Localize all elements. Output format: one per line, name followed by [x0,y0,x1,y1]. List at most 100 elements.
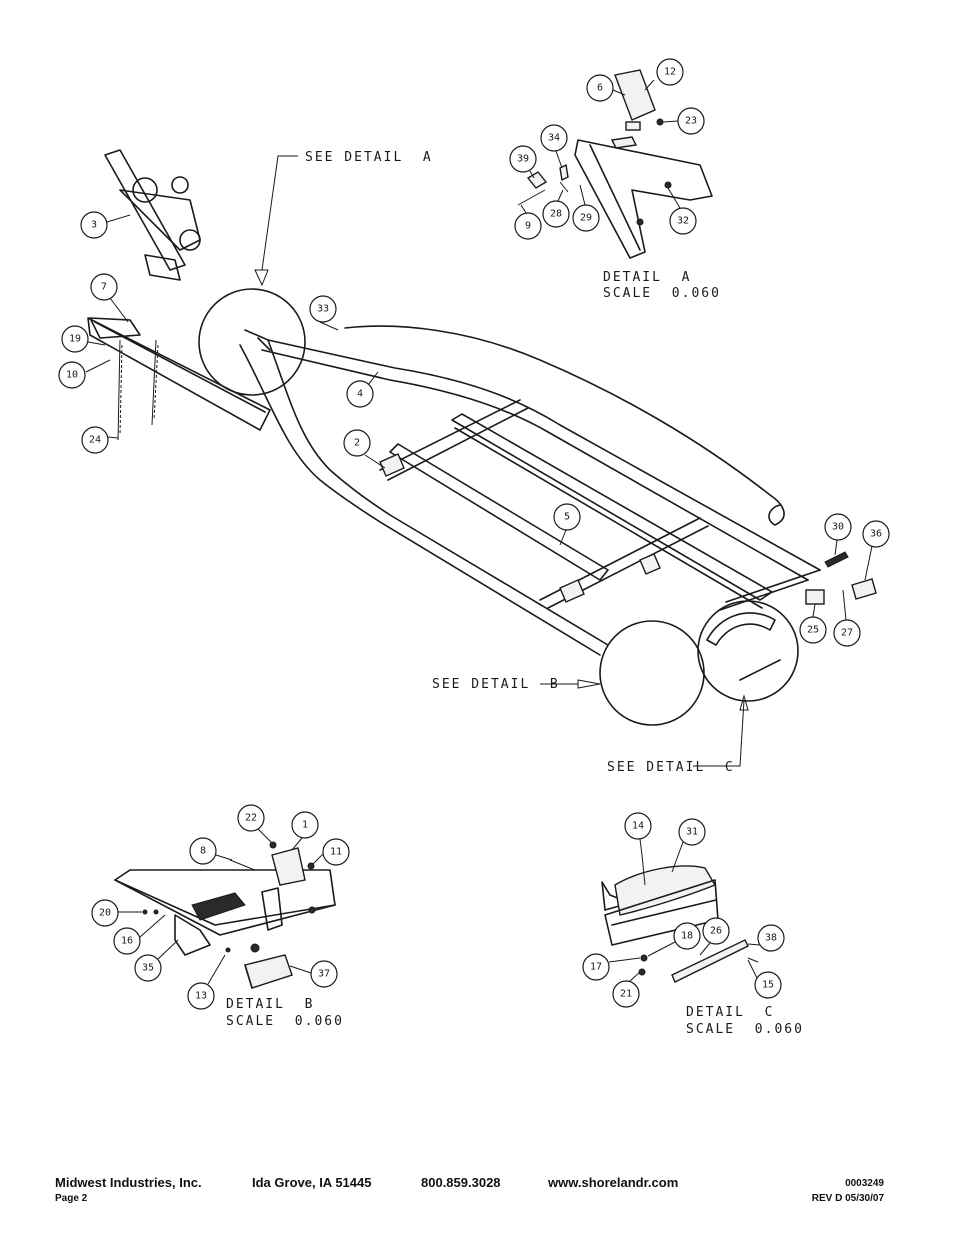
balloon-34: 34 [540,124,568,152]
footer-location: Ida Grove, IA 51445 [252,1175,372,1190]
see-detail-a-callout: SEE DETAIL A [305,150,433,165]
svg-text:21: 21 [620,989,632,1000]
balloon-17: 17 [582,953,610,981]
jack-assembly [104,149,201,281]
balloon-1: 1 [291,811,319,839]
balloon-37: 37 [310,960,338,988]
footer-doc-number: 0003249 [845,1178,884,1189]
balloon-18: 18 [673,922,701,950]
detail-b-circle [599,620,705,726]
detail-b-scale: SCALE 0.060 [226,1014,344,1029]
trailer-frame [87,317,877,681]
svg-text:5: 5 [564,512,570,523]
svg-text:31: 31 [686,827,698,838]
footer-page-number: Page 2 [55,1193,88,1204]
balloon-14: 14 [624,812,652,840]
balloon-9: 9 [514,212,542,240]
svg-text:34: 34 [548,133,560,144]
svg-text:26: 26 [710,926,722,937]
svg-text:7: 7 [101,282,107,293]
svg-text:39: 39 [517,154,529,165]
balloons-main: 3 7 19 10 24 33 4 2 5 30 36 25 27 [58,211,890,647]
balloon-19: 19 [61,325,89,353]
detail-c-drawing [601,854,759,983]
balloon-11: 11 [322,838,350,866]
balloon-24: 24 [81,426,109,454]
svg-text:35: 35 [142,963,154,974]
svg-text:3: 3 [91,220,97,231]
svg-text:32: 32 [677,216,689,227]
balloon-31: 31 [678,818,706,846]
svg-text:22: 22 [245,813,257,824]
balloon-20: 20 [91,899,119,927]
svg-text:23: 23 [685,116,697,127]
svg-text:30: 30 [832,522,844,533]
detail-c-scale: SCALE 0.060 [686,1022,804,1037]
svg-text:12: 12 [664,67,676,78]
svg-text:38: 38 [765,933,777,944]
svg-text:29: 29 [580,213,592,224]
detail-b-title: DETAIL B [226,997,314,1012]
guide-rail [344,325,785,526]
footer-revision: REV D 05/30/07 [811,1193,884,1204]
svg-text:19: 19 [69,334,81,345]
svg-text:11: 11 [330,847,342,858]
svg-text:24: 24 [89,435,101,446]
balloons-detail-c: 14 31 18 26 38 17 21 15 [582,812,785,1008]
balloon-22: 22 [237,804,265,832]
svg-text:37: 37 [318,969,330,980]
svg-text:14: 14 [632,821,644,832]
svg-text:16: 16 [121,936,133,947]
detail-a-drawing [517,69,713,259]
svg-text:2: 2 [354,438,360,449]
balloon-15: 15 [754,971,782,999]
balloon-7: 7 [90,273,118,301]
see-detail-c-callout: SEE DETAIL C [607,760,735,775]
svg-text:15: 15 [762,980,774,991]
svg-text:9: 9 [525,221,531,232]
svg-text:36: 36 [870,529,882,540]
footer-phone: 800.859.3028 [421,1175,501,1190]
balloon-25: 25 [799,616,827,644]
detail-b-drawing [114,841,336,989]
footer-website[interactable]: www.shorelandr.com [548,1175,679,1190]
balloon-27: 27 [833,619,861,647]
balloon-39: 39 [509,145,537,173]
balloon-32: 32 [669,207,697,235]
svg-text:1: 1 [302,820,308,831]
detail-a-circle [198,288,306,396]
svg-text:20: 20 [99,908,111,919]
balloon-36: 36 [862,520,890,548]
svg-text:8: 8 [200,846,206,857]
svg-text:6: 6 [597,83,603,94]
balloon-10: 10 [58,361,86,389]
balloon-8: 8 [189,837,217,865]
balloon-28: 28 [542,200,570,228]
balloon-4: 4 [346,380,374,408]
balloon-21: 21 [612,980,640,1008]
balloon-6: 6 [586,74,614,102]
balloon-23: 23 [677,107,705,135]
balloon-2: 2 [343,429,371,457]
svg-text:18: 18 [681,931,693,942]
balloon-33: 33 [309,295,337,323]
footer-company: Midwest Industries, Inc. [55,1175,202,1190]
balloon-13: 13 [187,982,215,1010]
see-detail-b-callout: SEE DETAIL B [432,677,560,692]
svg-text:28: 28 [550,209,562,220]
balloon-35: 35 [134,954,162,982]
balloon-30: 30 [824,513,852,541]
detail-c-circle [697,600,799,702]
balloon-29: 29 [572,204,600,232]
svg-text:17: 17 [590,962,602,973]
balloon-3: 3 [80,211,108,239]
svg-text:4: 4 [357,389,363,400]
svg-text:27: 27 [841,628,853,639]
balloon-26: 26 [702,917,730,945]
balloon-5: 5 [553,503,581,531]
svg-text:33: 33 [317,304,329,315]
svg-text:25: 25 [807,625,819,636]
balloon-16: 16 [113,927,141,955]
balloon-38: 38 [757,924,785,952]
